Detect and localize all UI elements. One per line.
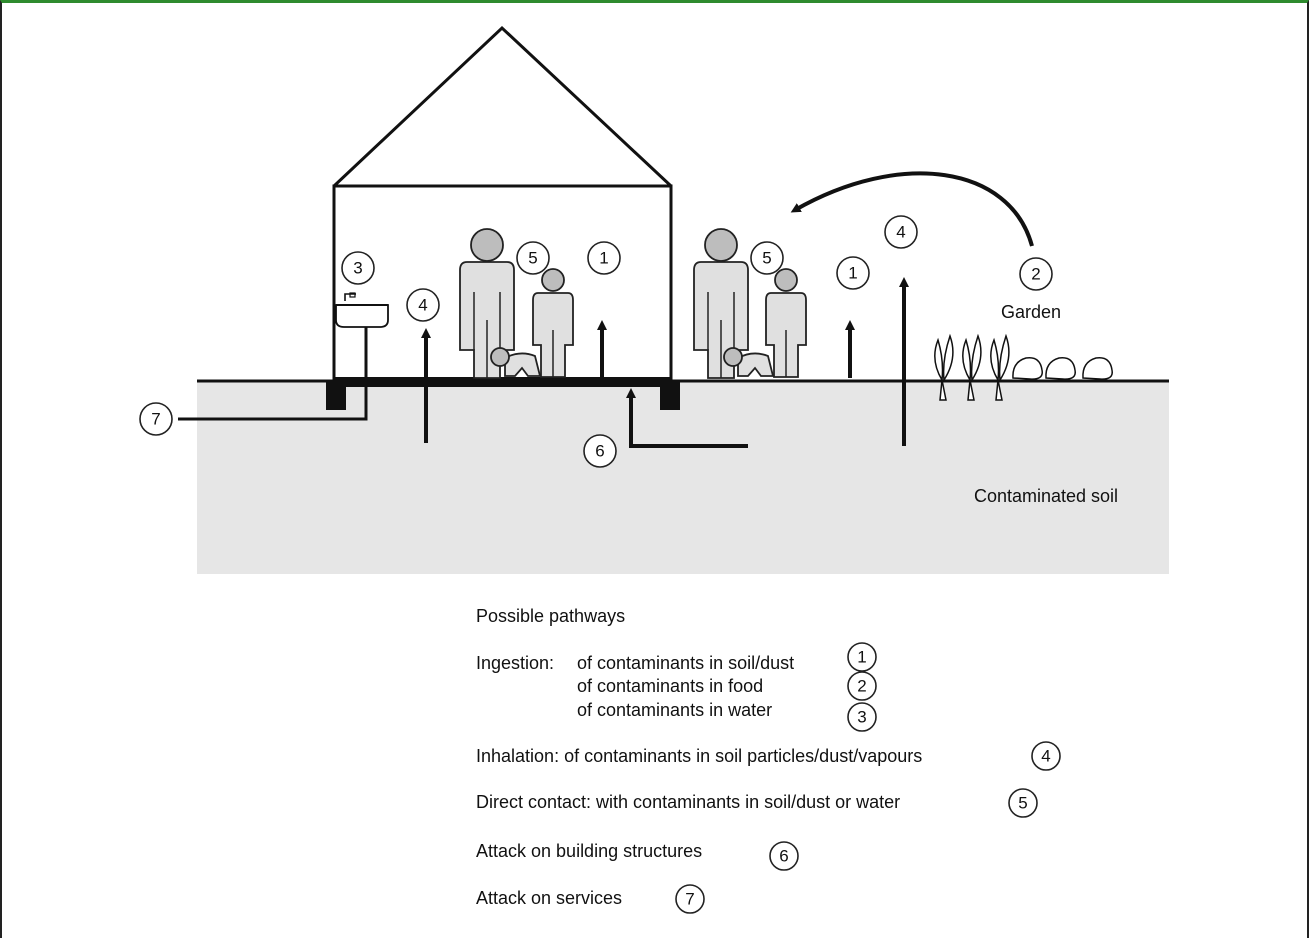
svg-text:3: 3	[857, 708, 866, 727]
foundation-right	[660, 380, 680, 410]
legend-services: Attack on services	[476, 888, 622, 908]
svg-text:6: 6	[779, 847, 788, 866]
svg-text:6: 6	[595, 442, 604, 461]
contaminated-soil-area	[197, 381, 1169, 574]
svg-text:2: 2	[1031, 265, 1040, 284]
contaminated-soil-label: Contaminated soil	[974, 486, 1118, 506]
svg-text:2: 2	[857, 677, 866, 696]
crawling-infant-indoor	[490, 347, 542, 377]
legend-marker-7: 7	[675, 884, 705, 914]
garden-label: Garden	[1001, 302, 1061, 322]
svg-text:3: 3	[353, 259, 362, 278]
svg-text:4: 4	[1041, 747, 1050, 766]
house	[326, 25, 680, 410]
marker-contact-outdoor: 5	[750, 241, 784, 275]
svg-text:4: 4	[896, 223, 905, 242]
svg-text:5: 5	[528, 249, 537, 268]
svg-text:7: 7	[685, 890, 694, 909]
building-attack-arrow	[626, 388, 748, 448]
marker-ingestion-indoor: 1	[587, 241, 621, 275]
legend-building: Attack on building structures	[476, 841, 702, 861]
svg-text:7: 7	[151, 410, 160, 429]
legend-marker-2: 2	[847, 671, 877, 701]
legend-marker-6: 6	[769, 841, 799, 871]
svg-text:4: 4	[418, 296, 427, 315]
legend-marker-1: 1	[847, 642, 877, 672]
legend-direct-contact: Direct contact: with contaminants in soi…	[476, 792, 900, 812]
garden-plants	[934, 333, 1113, 401]
service-pipe	[178, 327, 368, 421]
food-ingestion-arrow	[790, 171, 1034, 247]
legend-marker-5: 5	[1008, 788, 1038, 818]
marker-contact-indoor: 5	[516, 241, 550, 275]
foundation-left	[326, 380, 346, 410]
legend-title: Possible pathways	[476, 606, 625, 626]
sink-icon	[335, 292, 389, 328]
crawling-infant-outdoor	[723, 347, 775, 377]
marker-ingestion-outdoor: 1	[836, 256, 870, 290]
legend-inhalation: Inhalation: of contaminants in soil part…	[476, 746, 922, 766]
child-figure-outdoor	[765, 268, 807, 378]
house-floor-slab	[334, 377, 671, 387]
svg-text:1: 1	[599, 249, 608, 268]
legend: Possible pathways Ingestion: of contamin…	[476, 606, 1061, 914]
svg-text:1: 1	[848, 264, 857, 283]
marker-food-garden: 2	[1019, 257, 1053, 291]
child-figure-indoor	[532, 268, 574, 378]
marker-water-sink: 3	[341, 251, 375, 285]
legend-ingestion-head: Ingestion:	[476, 653, 554, 673]
svg-text:1: 1	[857, 648, 866, 667]
legend-ingestion-water: of contaminants in water	[577, 700, 772, 720]
svg-text:5: 5	[1018, 794, 1027, 813]
legend-marker-4: 4	[1031, 741, 1061, 771]
marker-inhalation-indoor: 4	[406, 288, 440, 322]
legend-marker-3: 3	[847, 702, 877, 732]
marker-building: 6	[583, 434, 617, 468]
svg-text:5: 5	[762, 249, 771, 268]
marker-services: 7	[139, 402, 173, 436]
legend-ingestion-soil: of contaminants in soil/dust	[577, 653, 794, 673]
marker-inhalation-outdoor: 4	[884, 215, 918, 249]
legend-ingestion-food: of contaminants in food	[577, 676, 763, 696]
